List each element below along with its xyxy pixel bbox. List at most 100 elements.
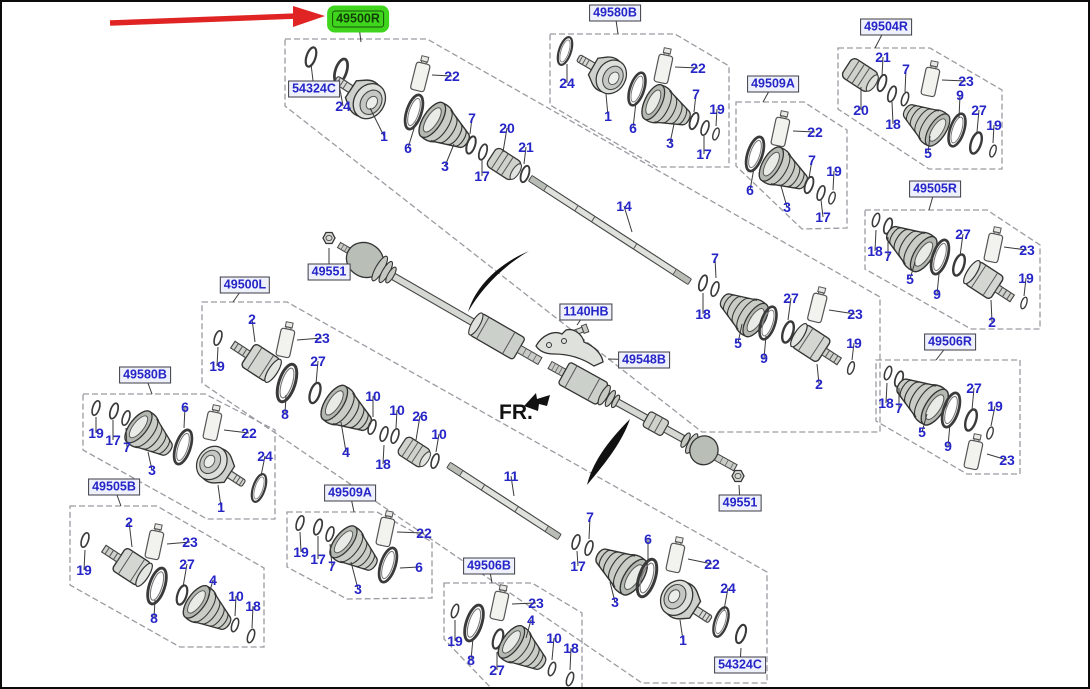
leader-line xyxy=(223,429,250,434)
leader-line xyxy=(941,79,967,82)
leader-line xyxy=(315,360,319,385)
fr-label: FR. xyxy=(499,401,533,424)
leader-line xyxy=(737,323,743,344)
leader-line xyxy=(909,261,916,280)
callout-5: 5 xyxy=(924,145,932,161)
callout-3: 3 xyxy=(441,158,449,174)
callout-22: 22 xyxy=(807,124,823,140)
callout-1: 1 xyxy=(679,632,687,648)
leader-line xyxy=(986,453,1008,461)
axle-shaft-part xyxy=(446,461,562,541)
leader-line xyxy=(679,619,684,641)
part-label-54324c[interactable]: 54324C xyxy=(714,656,766,674)
part-label-54324c[interactable]: 54324C xyxy=(288,80,340,98)
callout-27: 27 xyxy=(955,226,971,242)
part-label-49504r[interactable]: 49504R xyxy=(860,18,912,36)
leader-line xyxy=(632,101,637,129)
leader-line xyxy=(395,409,398,429)
panel-49509A-top xyxy=(735,101,848,230)
leader-line xyxy=(609,581,616,603)
callout-18: 18 xyxy=(695,306,711,322)
part-label-49580b[interactable]: 49580B xyxy=(589,4,641,22)
leader-line xyxy=(502,127,508,153)
callout-7: 7 xyxy=(902,61,910,77)
callout-3: 3 xyxy=(148,462,156,478)
leader-line xyxy=(217,484,222,508)
part-label-49509a[interactable]: 49509A xyxy=(324,484,376,502)
leader-line xyxy=(382,444,385,465)
panel-49504R xyxy=(837,47,1003,170)
part-label-1140hb[interactable]: 1140HB xyxy=(559,303,613,321)
callout-27: 27 xyxy=(971,102,987,118)
callout-9: 9 xyxy=(760,350,768,366)
panel-49506B xyxy=(443,582,583,687)
callout-22: 22 xyxy=(444,68,460,84)
kit-49500L-parts xyxy=(211,320,750,646)
leader-line xyxy=(976,109,980,133)
kit-panels xyxy=(69,33,1041,687)
panel-49580B-top xyxy=(549,33,730,168)
leader-line xyxy=(83,549,86,571)
leader-line xyxy=(780,185,788,208)
callout-19: 19 xyxy=(987,398,1003,414)
leader-line xyxy=(669,123,675,144)
leader-line xyxy=(927,135,931,154)
leader-line xyxy=(891,101,894,125)
leader-line xyxy=(511,602,537,605)
callout-19: 19 xyxy=(76,562,92,578)
part-label-49500l[interactable]: 49500L xyxy=(219,276,271,294)
part-label-49551[interactable]: 49551 xyxy=(307,263,351,281)
callout-7: 7 xyxy=(328,558,336,574)
callout-18: 18 xyxy=(867,243,883,259)
callout-23: 23 xyxy=(958,73,974,89)
leader-line xyxy=(369,107,385,137)
leader-line xyxy=(296,337,323,341)
callout-7: 7 xyxy=(711,250,719,266)
leader-line xyxy=(959,233,964,257)
callout-22: 22 xyxy=(241,425,257,441)
part-label-49505r[interactable]: 49505R xyxy=(909,180,961,198)
leader-line xyxy=(251,605,254,629)
axle-assembly-left xyxy=(336,241,543,366)
leader-line xyxy=(128,521,133,548)
callout-27: 27 xyxy=(489,662,505,678)
callout-24: 24 xyxy=(720,580,736,596)
leader-line xyxy=(816,363,820,385)
callout-2: 2 xyxy=(815,376,823,392)
leader-line xyxy=(828,309,856,315)
callout-19: 19 xyxy=(447,633,463,649)
leader-line xyxy=(1003,246,1028,251)
leader-line xyxy=(990,299,993,323)
leader-line xyxy=(329,543,333,567)
part-label-49548b[interactable]: 49548B xyxy=(618,351,670,369)
leader-line xyxy=(947,423,951,447)
part-label-49500r[interactable]: 49500R xyxy=(332,10,384,28)
leader-line xyxy=(444,143,455,167)
part-label-49580b[interactable]: 49580B xyxy=(119,366,171,384)
callout-23: 23 xyxy=(528,595,544,611)
callout-3: 3 xyxy=(783,199,791,215)
callout-8: 8 xyxy=(467,652,475,668)
part-label-49509a[interactable]: 49509A xyxy=(747,75,799,93)
leader-line xyxy=(904,68,907,93)
callout-7: 7 xyxy=(468,110,476,126)
bracket-hole xyxy=(561,338,567,344)
callout-20: 20 xyxy=(499,120,515,136)
callout-18: 18 xyxy=(885,116,901,132)
leader-line xyxy=(399,566,420,569)
leader-line xyxy=(832,170,835,191)
part-label-49551[interactable]: 49551 xyxy=(718,494,762,512)
callout-11: 11 xyxy=(503,468,519,484)
leader-line xyxy=(153,599,156,619)
callout-19: 19 xyxy=(986,117,1002,133)
callout-4: 4 xyxy=(527,612,535,628)
leader-line xyxy=(990,405,996,427)
part-label-49505b[interactable]: 49505B xyxy=(88,478,140,496)
callout-24: 24 xyxy=(335,98,351,114)
separator-swoosh xyxy=(587,419,630,485)
callout-27: 27 xyxy=(783,290,799,306)
leader-line xyxy=(234,595,237,617)
part-label-49506b[interactable]: 49506B xyxy=(463,557,515,575)
part-label-49506r[interactable]: 49506R xyxy=(924,333,976,351)
